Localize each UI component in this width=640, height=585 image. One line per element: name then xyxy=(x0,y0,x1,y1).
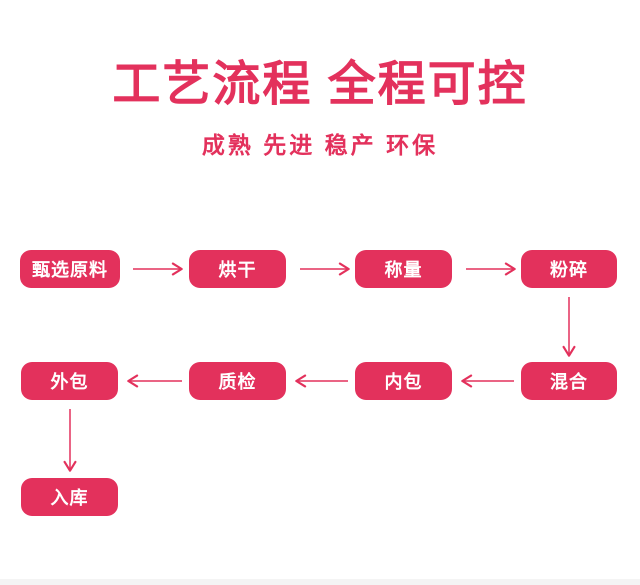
flow-node-quality-check: 质检 xyxy=(189,362,286,400)
flow-node-weighing: 称量 xyxy=(355,250,452,288)
flow-node-mixing: 混合 xyxy=(521,362,617,400)
flow-node-outer-packing: 外包 xyxy=(21,362,118,400)
bottom-divider xyxy=(0,579,640,585)
page-title: 工艺流程 全程可控 xyxy=(112,58,528,111)
flow-node-inner-packing: 内包 xyxy=(355,362,452,400)
flow-node-select-materials: 甄选原料 xyxy=(20,250,120,288)
flow-node-storage: 入库 xyxy=(21,478,118,516)
flow-node-drying: 烘干 xyxy=(189,250,286,288)
page-subtitle: 成熟 先进 稳产 环保 xyxy=(201,132,439,158)
flow-node-crushing: 粉碎 xyxy=(521,250,617,288)
